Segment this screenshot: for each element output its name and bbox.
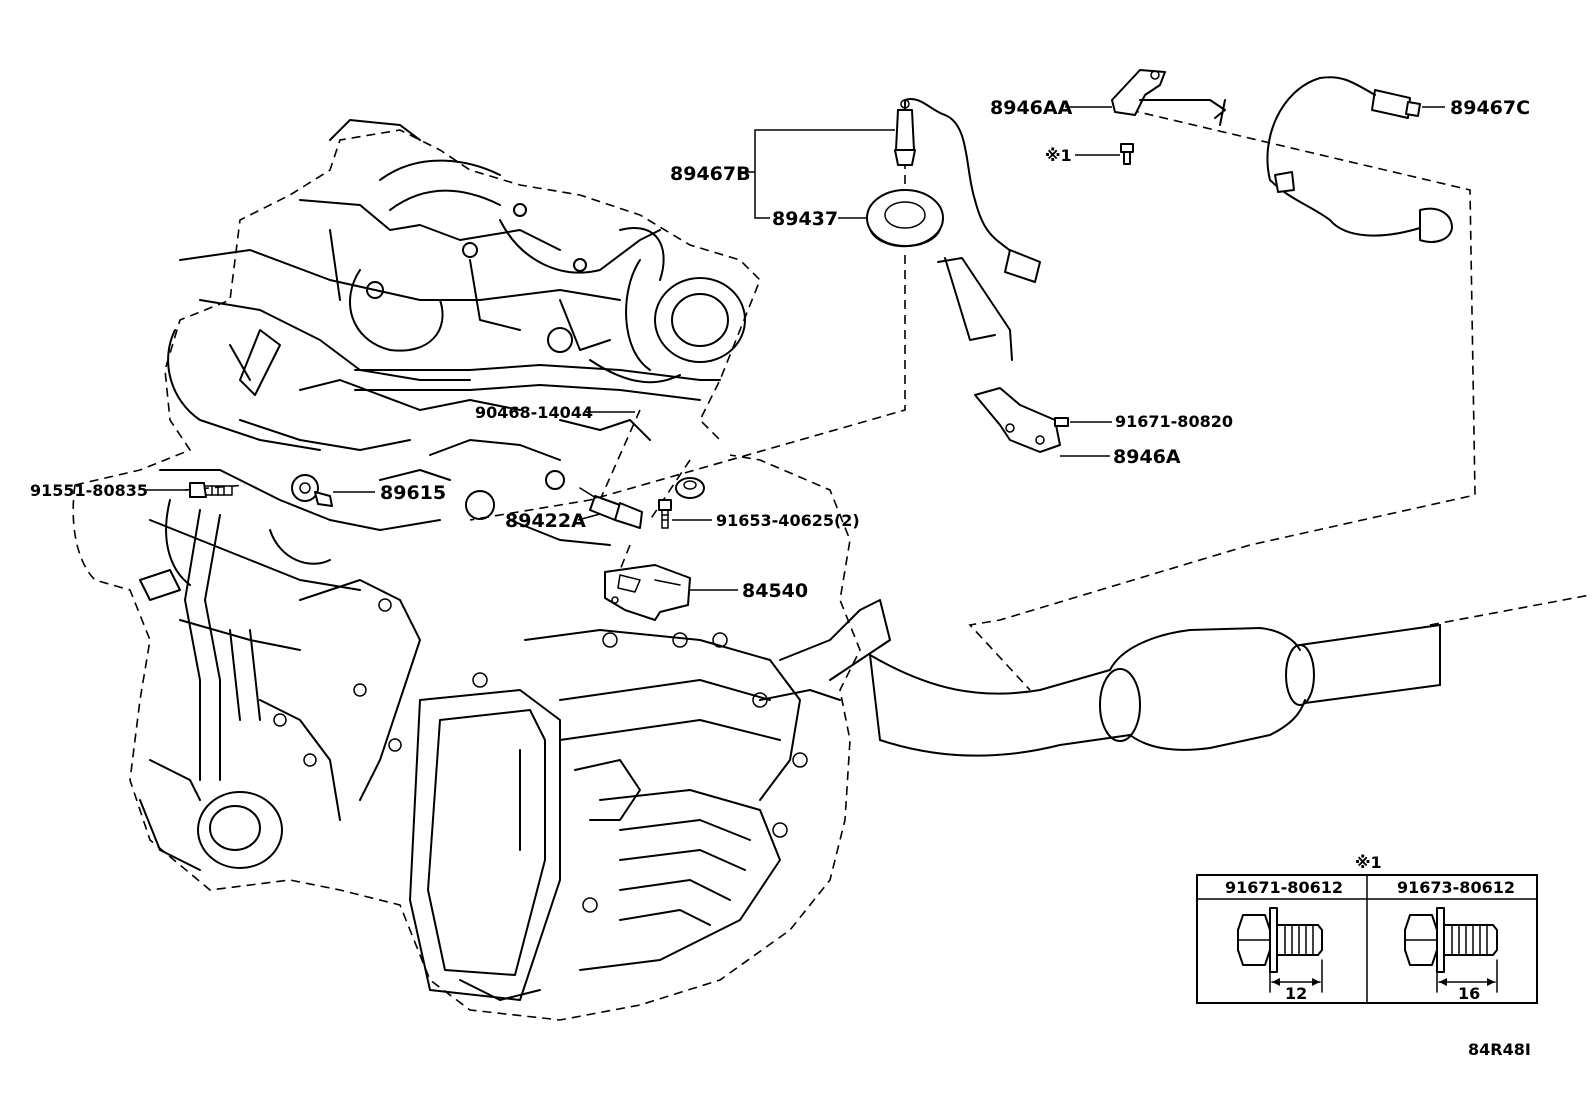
callout-84540: 84540 <box>690 580 808 602</box>
bolt-star1-icon <box>1120 143 1134 165</box>
bolt-91653-40625-icon <box>658 499 672 529</box>
legend-col2-dim: 16 <box>1458 984 1480 1003</box>
callout-89467c: 89467C <box>1422 97 1530 119</box>
figure-code: 84R48I <box>1468 1040 1531 1059</box>
callout-89467b-89437: 89467B 89437 <box>670 129 895 230</box>
callout-89422a: 89422A <box>505 510 601 532</box>
legend-col2-part: 91673-80612 <box>1397 878 1515 897</box>
callout-8946a: 8946A <box>1060 446 1181 468</box>
switch-84540 <box>604 564 691 621</box>
grommet-icon <box>675 477 705 499</box>
label-89437: 89437 <box>772 208 838 230</box>
label-8946aa: 8946AA <box>990 97 1073 119</box>
label-91653-40625: 91653-40625(2) <box>716 511 860 530</box>
label-91551-80835: 91551-80835 <box>30 481 148 500</box>
callout-star1: ※1 <box>1045 146 1120 165</box>
engine-transaxle-assembly <box>72 119 891 1021</box>
label-89467b: 89467B <box>670 163 751 185</box>
label-91671-80820: 91671-80820 <box>1115 412 1233 431</box>
bolt-91551-80835-icon <box>189 482 233 498</box>
oxygen-sensor-89467c <box>1266 76 1453 243</box>
label-8946a: 8946A <box>1113 446 1181 468</box>
callout-91551-80835: 91551-80835 <box>30 481 188 500</box>
bracket-8946a <box>937 257 1069 453</box>
label-star1-ref: ※1 <box>1045 146 1072 165</box>
callout-8946aa: 8946AA <box>990 97 1112 119</box>
callout-89615: 89615 <box>333 482 446 504</box>
exhaust-pipe-catalyst <box>869 624 1441 757</box>
label-89422a: 89422A <box>505 510 586 532</box>
label-89467c: 89467C <box>1450 97 1530 119</box>
bracket-8946aa <box>1111 69 1226 126</box>
flange-bolt-12-icon <box>1237 907 1323 993</box>
legend-col1-dim: 12 <box>1285 984 1307 1003</box>
flange-bolt-16-icon <box>1404 907 1498 993</box>
label-84540: 84540 <box>742 580 808 602</box>
knock-sensor-89615 <box>291 474 333 507</box>
callout-90468-14044: 90468-14044 <box>475 403 635 422</box>
legend-title: ※1 <box>1355 853 1382 872</box>
callout-91653-40625: 91653-40625(2) <box>672 511 860 530</box>
callout-91671-80820: 91671-80820 <box>1070 412 1233 431</box>
gasket-89437 <box>866 189 944 248</box>
legend-table: ※1 91671-80612 91673-80612 12 <box>1196 853 1538 1004</box>
temp-sensor-89422a <box>579 487 643 529</box>
dashed-leaders <box>184 109 1591 691</box>
oxygen-sensor-89467b <box>894 98 1041 283</box>
label-90468-14044: 90468-14044 <box>475 403 593 422</box>
legend-col1-part: 91671-80612 <box>1225 878 1343 897</box>
label-89615: 89615 <box>380 482 446 504</box>
